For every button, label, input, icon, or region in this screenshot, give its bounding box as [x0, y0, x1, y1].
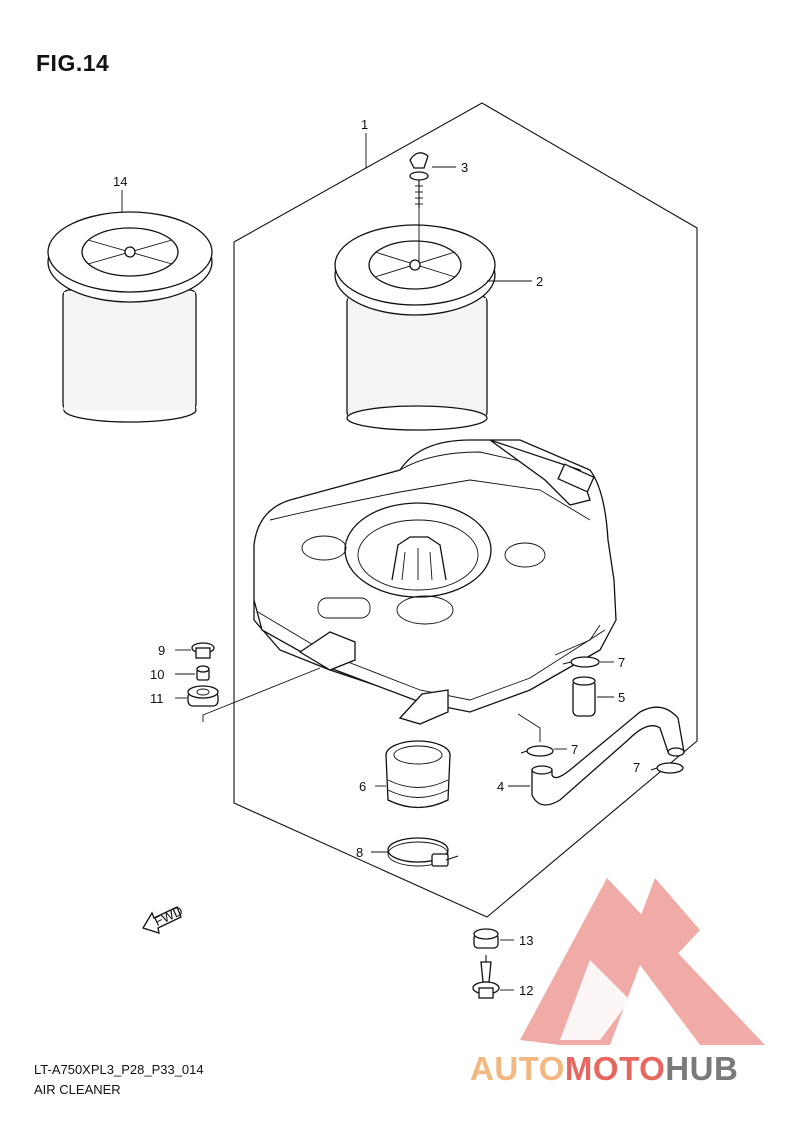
hose-4 — [531, 706, 685, 806]
callout-12: 12 — [519, 983, 533, 998]
figure-code: LT-A750XPL3_P28_P33_014 — [34, 1062, 204, 1077]
callout-11: 11 — [150, 691, 164, 706]
assembly-outline — [233, 102, 698, 918]
callout-2: 2 — [536, 274, 543, 289]
air-filter — [334, 224, 496, 431]
wing-bolt — [409, 152, 429, 262]
clamp-7-right — [650, 762, 684, 774]
figure-name: AIR CLEANER — [34, 1082, 121, 1097]
callout-4: 4 — [497, 779, 504, 794]
air-filter-spare — [47, 211, 213, 423]
callout-14: 14 — [113, 174, 127, 189]
grommet-11 — [187, 685, 219, 707]
bolt-9 — [191, 642, 215, 659]
watermark-logo — [520, 878, 765, 1045]
watermark-text: AUTOMOTOHUB — [470, 1050, 738, 1088]
callout-10: 10 — [150, 667, 164, 682]
callout-7-upper: 7 — [618, 655, 625, 670]
callout-9: 9 — [158, 643, 165, 658]
callout-1: 1 — [361, 117, 368, 132]
forward-arrow: FWD — [142, 903, 185, 934]
air-cleaner-case — [253, 439, 617, 725]
collar-10 — [196, 665, 210, 681]
callout-3: 3 — [461, 160, 468, 175]
intake-boot-6 — [385, 740, 451, 809]
watermark-auto: AUTO — [470, 1050, 565, 1087]
watermark-moto: MOTO — [564, 1050, 666, 1087]
callout-13: 13 — [519, 933, 533, 948]
fwd-label: FWD — [152, 903, 185, 929]
callout-8: 8 — [356, 845, 363, 860]
grommet-13 — [473, 928, 499, 949]
callout-7-right: 7 — [633, 760, 640, 775]
figure-title: FIG.14 — [36, 50, 110, 76]
callout-5: 5 — [618, 690, 625, 705]
clamp-7-middle — [520, 745, 554, 757]
hose-5 — [572, 676, 596, 717]
band-clamp-8 — [387, 837, 459, 867]
watermark-hub: HUB — [665, 1050, 739, 1087]
callout-6: 6 — [359, 779, 366, 794]
callout-7-middle: 7 — [571, 742, 578, 757]
clamp-7-upper — [562, 656, 600, 668]
drain-plug-12 — [472, 955, 500, 999]
